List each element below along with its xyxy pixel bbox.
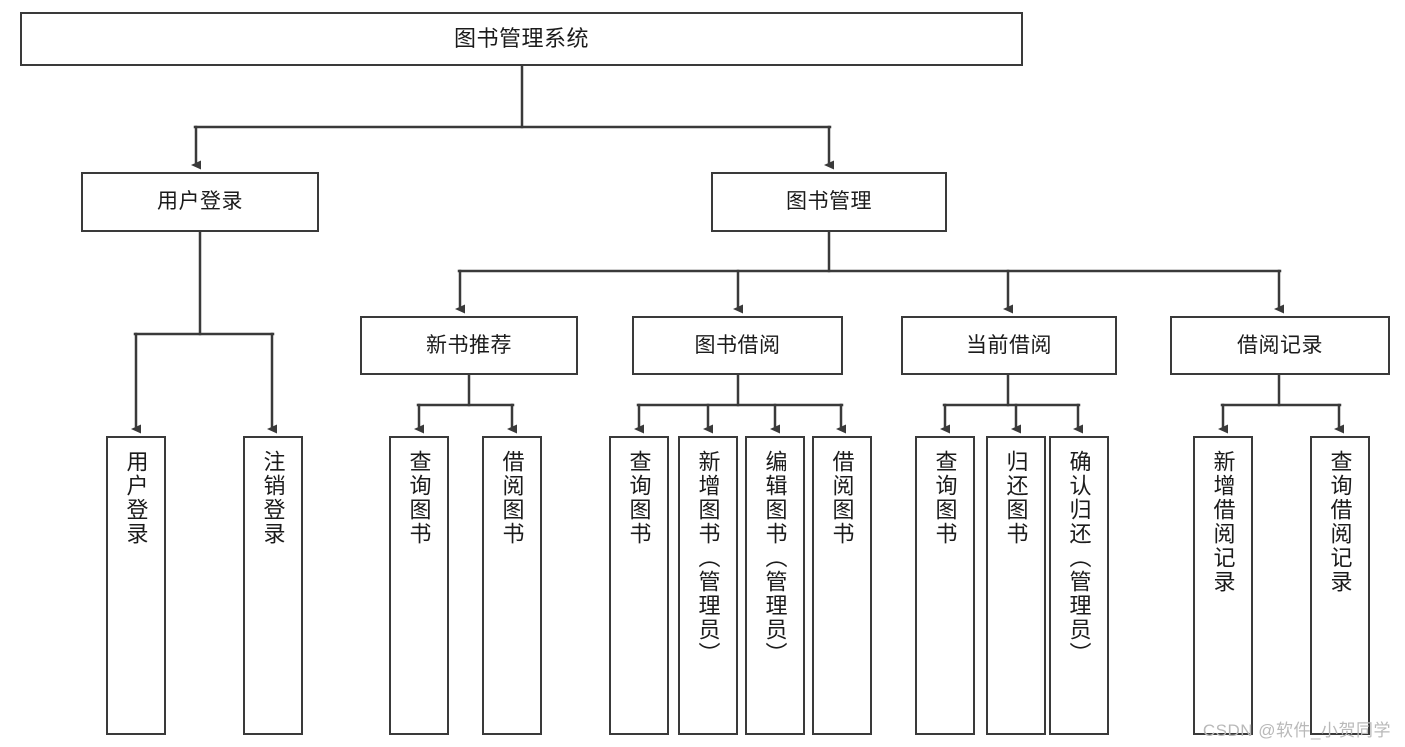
leaf-current-borrow-confirm-return[interactable]: 确认归还（管理员）: [1049, 436, 1109, 735]
node-label: 新书推荐: [426, 333, 512, 357]
node-label: 借阅记录: [1237, 333, 1323, 357]
node-label: 图书借阅: [694, 333, 781, 357]
node-root-system[interactable]: 图书管理系统: [20, 12, 1023, 66]
leaf-borrow-record-add[interactable]: 新增借阅记录: [1193, 436, 1253, 735]
node-label: 编辑图书（管理员）: [762, 450, 788, 666]
leaf-book-borrow-add[interactable]: 新增图书（管理员）: [678, 436, 738, 735]
node-label: 新增图书（管理员）: [695, 450, 721, 666]
leaf-book-borrow-query[interactable]: 查询图书: [609, 436, 669, 735]
node-label: 用户登录: [157, 190, 243, 214]
node-user-login[interactable]: 用户登录: [81, 172, 319, 232]
node-label: 新增借阅记录: [1210, 450, 1236, 594]
node-new-book-recommend[interactable]: 新书推荐: [360, 316, 578, 375]
node-label: 用户登录: [123, 450, 149, 546]
node-label: 注销登录: [260, 450, 286, 546]
leaf-book-borrow-borrow[interactable]: 借阅图书: [812, 436, 872, 735]
leaf-current-borrow-query[interactable]: 查询图书: [915, 436, 975, 735]
leaf-book-borrow-edit[interactable]: 编辑图书（管理员）: [745, 436, 805, 735]
node-label: 查询图书: [406, 450, 432, 546]
node-book-manage[interactable]: 图书管理: [711, 172, 947, 232]
node-label: 查询图书: [932, 450, 958, 546]
leaf-current-borrow-return[interactable]: 归还图书: [986, 436, 1046, 735]
node-label: 查询借阅记录: [1327, 450, 1353, 594]
leaf-user-login-login[interactable]: 用户登录: [106, 436, 166, 735]
leaf-new-book-borrow[interactable]: 借阅图书: [482, 436, 542, 735]
node-label: 借阅图书: [829, 450, 855, 546]
leaf-borrow-record-query[interactable]: 查询借阅记录: [1310, 436, 1370, 735]
node-label: 归还图书: [1003, 450, 1029, 546]
node-current-borrow[interactable]: 当前借阅: [901, 316, 1117, 375]
node-label: 当前借阅: [966, 333, 1052, 357]
node-book-borrow[interactable]: 图书借阅: [632, 316, 843, 375]
leaf-new-book-query[interactable]: 查询图书: [389, 436, 449, 735]
node-label: 确认归还（管理员）: [1066, 450, 1092, 666]
node-borrow-record[interactable]: 借阅记录: [1170, 316, 1390, 375]
node-label: 图书管理系统: [453, 25, 589, 51]
node-label: 图书管理: [786, 190, 872, 214]
node-label: 借阅图书: [499, 450, 525, 546]
node-label: 查询图书: [626, 450, 652, 546]
leaf-user-login-logout[interactable]: 注销登录: [243, 436, 303, 735]
